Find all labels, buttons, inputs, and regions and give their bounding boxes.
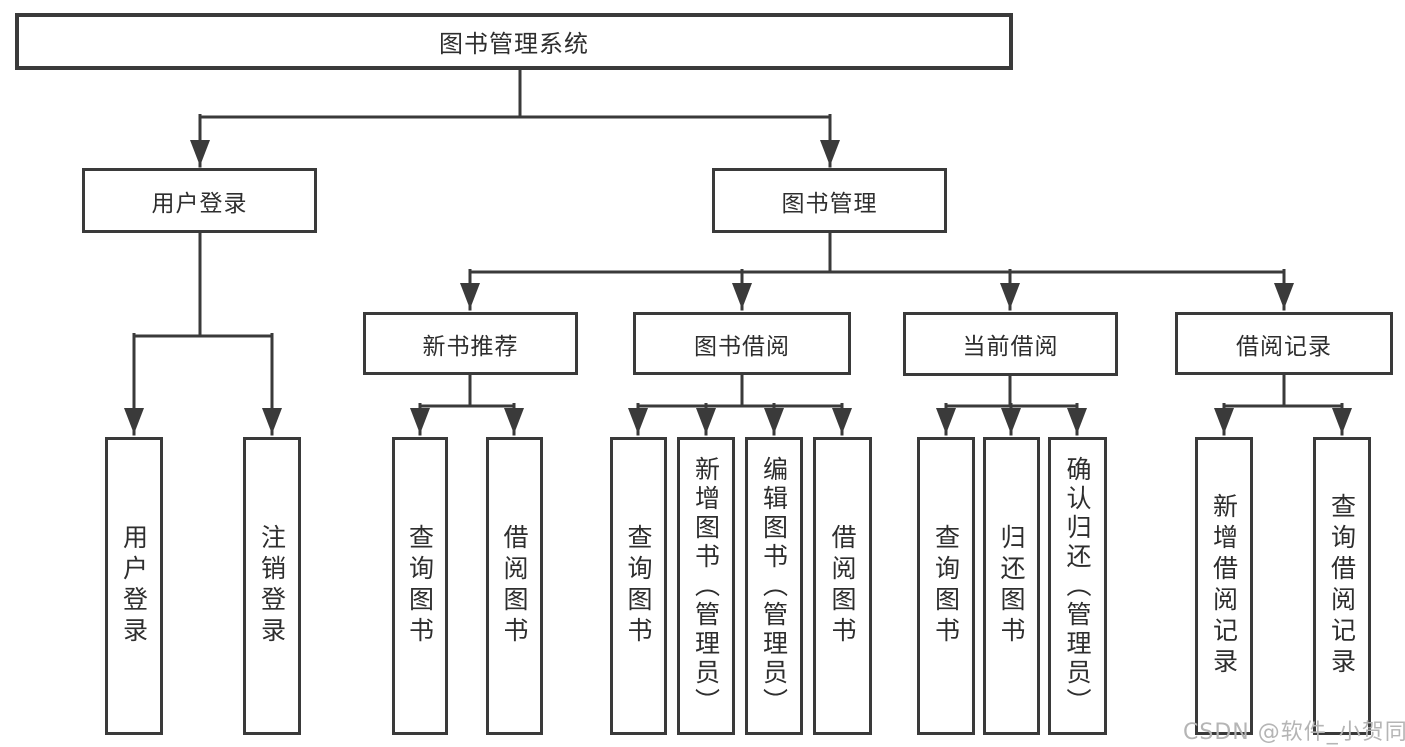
- node-root-library-system: 图书管理系统: [15, 13, 1013, 70]
- node-new-book-recommend: 新书推荐: [363, 312, 578, 375]
- leaf-logout-login-label: 注销登录: [257, 524, 287, 648]
- leaf-borrow-edit-books-admin-label: 编辑图书（管理员）: [759, 455, 789, 717]
- leaf-borrow-add-books-admin: 新增图书（管理员）: [677, 437, 735, 735]
- csdn-watermark: CSDN @软件_小贺同学: [1183, 720, 1405, 745]
- leaf-newbooks-borrow-books: 借阅图书: [486, 437, 543, 735]
- leaf-records-add-record: 新增借阅记录: [1195, 437, 1253, 735]
- leaf-borrow-edit-books-admin: 编辑图书（管理员）: [745, 437, 803, 735]
- connector-current-borrow-branch: [936, 373, 1087, 436]
- leaf-borrow-borrow-books: 借阅图书: [813, 437, 872, 735]
- node-user-login: 用户登录: [82, 168, 317, 233]
- node-borrow-records: 借阅记录: [1175, 312, 1393, 375]
- leaf-user-login-label: 用户登录: [119, 524, 149, 648]
- leaf-borrow-query-books: 查询图书: [610, 437, 667, 735]
- leaf-borrow-query-books-label: 查询图书: [624, 524, 653, 648]
- connector-borrow-records-branch: [1214, 373, 1352, 436]
- leaf-records-add-record-label: 新增借阅记录: [1209, 493, 1239, 679]
- connector-user-login-branch: [124, 231, 282, 436]
- connector-book-borrow-branch: [628, 373, 852, 436]
- leaf-current-return-books: 归还图书: [983, 437, 1040, 735]
- leaf-logout-login: 注销登录: [243, 437, 301, 735]
- leaf-borrow-borrow-books-label: 借阅图书: [828, 524, 857, 648]
- leaf-current-confirm-return-admin-label: 确认归还（管理员）: [1063, 455, 1092, 717]
- leaf-borrow-add-books-admin-label: 新增图书（管理员）: [691, 455, 721, 717]
- leaf-user-login: 用户登录: [105, 437, 163, 735]
- node-current-borrow: 当前借阅: [903, 312, 1118, 376]
- leaf-current-query-books: 查询图书: [917, 437, 975, 735]
- connector-new-book-branch: [410, 373, 524, 436]
- leaf-current-return-books-label: 归还图书: [997, 524, 1026, 648]
- leaf-records-query-record: 查询借阅记录: [1313, 437, 1371, 735]
- leaf-current-confirm-return-admin: 确认归还（管理员）: [1048, 437, 1107, 735]
- connector-book-management-branch: [460, 231, 1294, 311]
- leaf-newbooks-query-books-label: 查询图书: [405, 524, 435, 648]
- connector-root-to-level2: [190, 68, 840, 168]
- node-book-borrow: 图书借阅: [633, 312, 851, 375]
- leaf-records-query-record-label: 查询借阅记录: [1327, 493, 1357, 679]
- leaf-current-query-books-label: 查询图书: [931, 524, 961, 648]
- leaf-newbooks-query-books: 查询图书: [392, 437, 448, 735]
- leaf-newbooks-borrow-books-label: 借阅图书: [500, 524, 529, 648]
- node-book-management: 图书管理: [712, 168, 947, 233]
